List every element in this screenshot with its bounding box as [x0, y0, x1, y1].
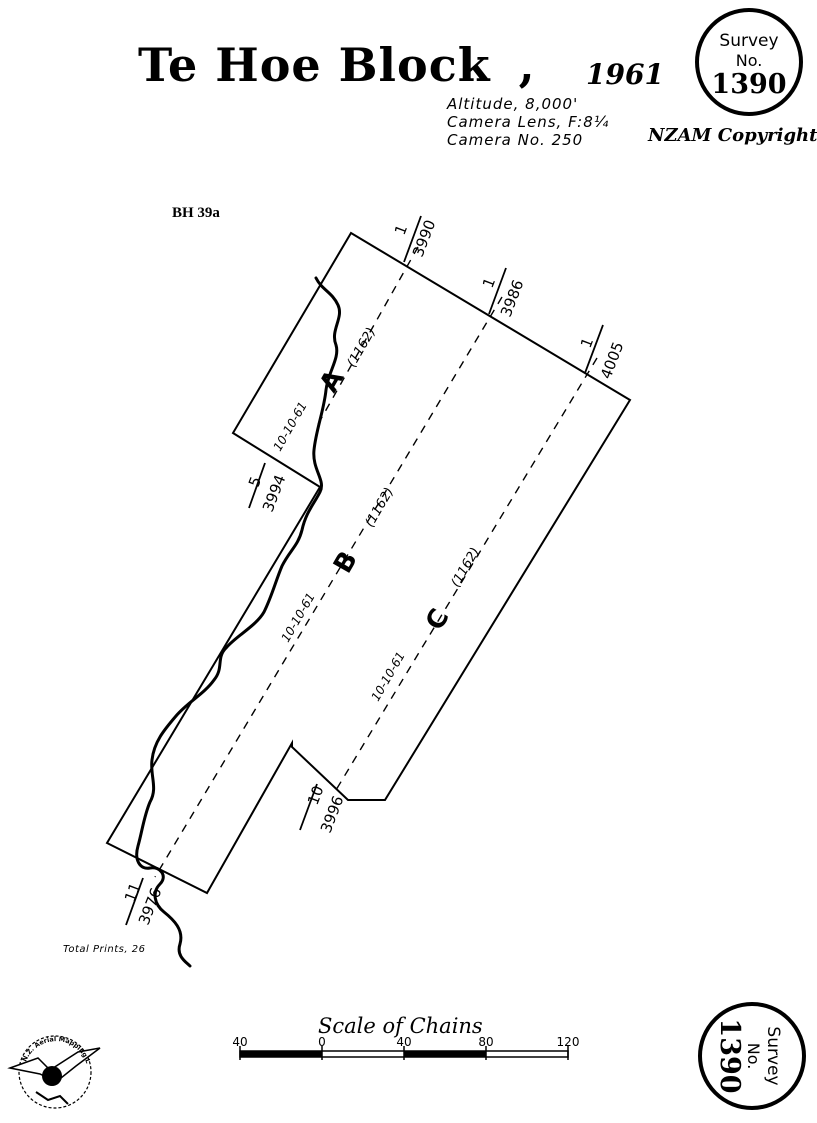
copyright-text: NZAM Copyright — [648, 125, 817, 146]
block-boundary — [105, 231, 632, 895]
map-title: Te Hoe Block, — [138, 38, 536, 92]
run-b-end-run: 1 — [479, 275, 499, 290]
scale-tick-1: 0 — [318, 1035, 326, 1049]
run-c-start-marker: 10 3996 — [299, 783, 347, 835]
survey-badge-bottom-number: 1390 — [714, 1018, 745, 1093]
run-a-end-print: 3990 — [409, 217, 439, 259]
run-b-end-print: 3986 — [497, 277, 527, 319]
survey-badge-line2: No. — [736, 51, 763, 70]
run-a-altitude: (1162) — [344, 325, 379, 370]
run-b-start-run: 11 — [121, 880, 145, 904]
total-prints-label: Total Prints, 26 — [63, 944, 146, 955]
run-c-letter: C — [420, 604, 456, 636]
run-a-end-marker: 1 3990 — [391, 215, 439, 263]
run-a-start-print: 3994 — [259, 472, 289, 514]
run-b-labels: B (1162) 10-10-61 — [278, 485, 397, 644]
scale-tick-4: 120 — [557, 1035, 580, 1049]
survey-badge-line1: Survey — [719, 31, 778, 51]
run-c-altitude: (1162) — [448, 545, 483, 590]
sheet-reference: BH 39a — [172, 205, 220, 221]
scale-bar: 40 0 40 80 120 — [232, 1035, 579, 1060]
survey-badge-bottom-line1: Survey — [763, 1026, 783, 1085]
run-b-end-marker: 1 3986 — [479, 267, 527, 319]
scale-tick-2: 40 — [396, 1035, 411, 1049]
company-logo: N.Z. Aerial Mapping Ltd — [0, 0, 101, 1109]
scale-tick-0: 40 — [232, 1035, 247, 1049]
run-c-end-print: 4005 — [597, 339, 627, 381]
scale-tick-3: 80 — [478, 1035, 493, 1049]
survey-badge-bottom-line2: No. — [744, 1043, 763, 1070]
run-c-end-run: 1 — [577, 335, 597, 350]
title-name: Te Hoe Block — [138, 38, 491, 92]
survey-badge-number: 1390 — [711, 69, 786, 100]
run-c-start-run: 10 — [304, 783, 328, 807]
river-line — [135, 276, 341, 968]
run-line-b — [154, 296, 503, 878]
altitude-info: Altitude, 8,000' — [447, 95, 579, 113]
run-a-start-run: 5 — [245, 474, 265, 489]
run-c-labels: C (1162) 10-10-61 — [368, 545, 483, 703]
scale-title: Scale of Chains — [318, 1014, 483, 1038]
survey-badge-bottom: Survey No. 1390 — [698, 1002, 806, 1110]
company-logo-text: N.Z. Aerial Mapping Ltd — [0, 0, 92, 1064]
run-c-date: 10-10-61 — [368, 649, 407, 703]
run-b-letter: B — [328, 546, 364, 578]
run-line-a — [316, 246, 419, 427]
camera-number-info: Camera No. 250 — [447, 131, 584, 149]
title-year: 1961 — [586, 58, 664, 91]
run-b-altitude: (1162) — [362, 485, 397, 530]
camera-lens-info: Camera Lens, F:8¼ — [447, 113, 610, 131]
title-separator: , — [518, 38, 536, 92]
survey-badge-top: Survey No. 1390 — [695, 8, 803, 116]
run-line-c — [335, 357, 598, 791]
run-a-date: 10-10-61 — [270, 399, 309, 453]
run-a-end-run: 1 — [391, 222, 411, 237]
run-a-start-marker: 5 3994 — [245, 462, 289, 514]
